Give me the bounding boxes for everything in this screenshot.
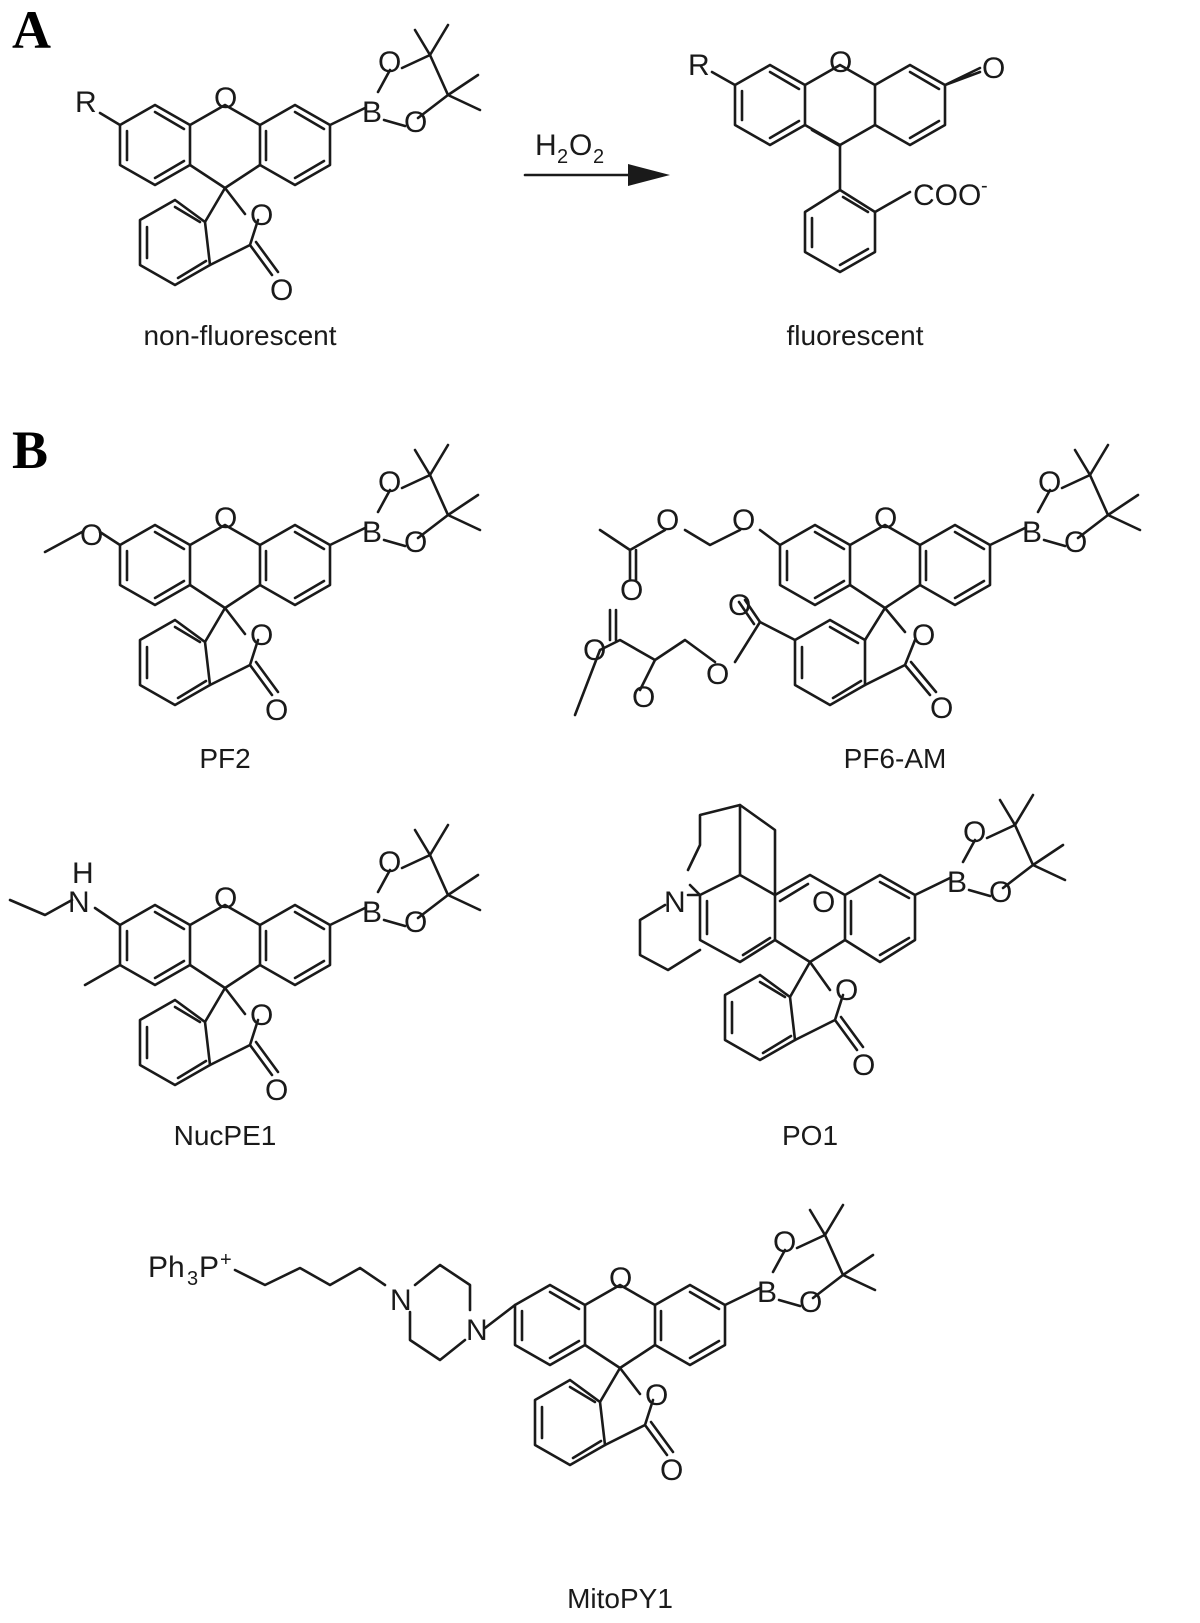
reactant-r-group: R (75, 86, 97, 119)
reactant-lactone-oxygen: O (250, 199, 273, 232)
mitopy1-ph-subscript: 3 (187, 1268, 198, 1290)
reactant-bonds (98, 23, 482, 287)
pf6am-acetoxy-oxygen: O (632, 681, 655, 714)
nucpe1-boronate-oxygen-1: O (378, 846, 401, 879)
product-bonds (710, 63, 982, 274)
panel-label-b: B (12, 420, 48, 480)
pf2-carbonyl-oxygen: O (265, 694, 288, 727)
pf2-boron: B (362, 516, 382, 549)
mitopy1-ph: Ph (148, 1251, 185, 1284)
pf2-methoxy-oxygen: O (80, 519, 103, 552)
reaction-arrow: H 2 O 2 (523, 129, 670, 186)
reagent-sub-1: 2 (557, 146, 568, 168)
pf6am-caption: PF6-AM (844, 743, 947, 774)
pf6am-acetyl-oxygen-2: O (583, 634, 606, 667)
mitopy1-phosphorus: P (199, 1251, 219, 1284)
mitopy1-boron: B (757, 1276, 777, 1309)
nucpe1-carbonyl-oxygen: O (265, 1074, 288, 1107)
reagent-o: O (569, 129, 592, 162)
product-carboxylate: COO (913, 179, 981, 212)
po1-bonds (638, 793, 1067, 1062)
pf6am-acetyl-oxygen-1: O (620, 574, 643, 607)
reactant-boronate-oxygen-2: O (404, 106, 427, 139)
nucpe1-xanthene-oxygen: O (214, 882, 237, 915)
mitopy1-xanthene-oxygen: O (609, 1262, 632, 1295)
pf2-boronate-oxygen-1: O (378, 466, 401, 499)
product-caption: fluorescent (787, 320, 924, 351)
pf6am-lactone-oxygen: O (912, 619, 935, 652)
nucpe1-bonds (8, 823, 482, 1087)
reactant-boronate-oxygen-1: O (378, 46, 401, 79)
pf2-caption: PF2 (199, 743, 250, 774)
po1-xanthene-oxygen: O (812, 886, 835, 919)
pf6am-boronate-oxygen-2: O (1064, 526, 1087, 559)
reactant-xanthene-oxygen: O (214, 82, 237, 115)
reactant-caption: non-fluorescent (143, 320, 336, 351)
nucpe1-caption: NucPE1 (174, 1120, 277, 1151)
mitopy1-boronate-oxygen-2: O (799, 1286, 822, 1319)
nucpe1-boron: B (362, 896, 382, 929)
po1-julolidine-nitrogen: N (664, 886, 686, 919)
nucpe1-lactone-oxygen: O (250, 999, 273, 1032)
mitopy1-structure: Ph 3 P + N N O B O O O O MitoPY1 (148, 1203, 877, 1614)
product-r-group: R (688, 49, 710, 82)
pf6am-ester-carbonyl-oxygen: O (728, 589, 751, 622)
nucpe1-structure: H N O B O O O O NucPE1 (8, 823, 482, 1151)
nucpe1-amine-nitrogen: N (68, 886, 90, 919)
reactant-carbonyl-oxygen: O (270, 274, 293, 307)
reactant-structure: R O B O O O O non-fluorescent (75, 23, 482, 351)
pf6am-ether-oxygen-2: O (732, 504, 755, 537)
pf6am-ether-oxygen-1: O (656, 504, 679, 537)
pf6am-boronate-oxygen-1: O (1038, 466, 1061, 499)
mitopy1-boronate-oxygen-1: O (773, 1226, 796, 1259)
pf2-boronate-oxygen-2: O (404, 526, 427, 559)
pf6am-structure: O O O O B O O O O O O O O PF6-AM (573, 443, 1142, 774)
mitopy1-charge: + (220, 1249, 232, 1271)
nucpe1-amine-hydrogen: H (72, 857, 94, 890)
po1-boronate-oxygen-2: O (989, 876, 1012, 909)
pf6am-boron: B (1022, 516, 1042, 549)
reagent-sub-2: 2 (593, 146, 604, 168)
po1-boronate-oxygen-1: O (963, 816, 986, 849)
po1-structure: N O B O O O O PO1 (638, 793, 1067, 1151)
pf6am-ester-oxygen: O (706, 658, 729, 691)
po1-caption: PO1 (782, 1120, 838, 1151)
mitopy1-piperazine-nitrogen-1: N (390, 1284, 412, 1317)
pf6am-carbonyl-oxygen: O (930, 692, 953, 725)
mitopy1-caption: MitoPY1 (567, 1583, 673, 1614)
po1-carbonyl-oxygen: O (852, 1049, 875, 1082)
product-xanthene-oxygen: O (829, 46, 852, 79)
pf2-structure: O O B O O O O PF2 (43, 443, 482, 774)
nucpe1-boronate-oxygen-2: O (404, 906, 427, 939)
reactant-boron: B (362, 96, 382, 129)
pf6am-bonds (573, 443, 1142, 717)
product-structure: R O O COO - fluorescent (688, 46, 1005, 351)
mitopy1-bonds (233, 1203, 877, 1467)
panel-label-a: A (12, 0, 51, 60)
pf2-bonds (43, 443, 482, 707)
po1-lactone-oxygen: O (835, 974, 858, 1007)
reagent-h: H (535, 129, 557, 162)
product-carbonyl-oxygen: O (982, 52, 1005, 85)
product-charge: - (981, 175, 988, 197)
mitopy1-lactone-oxygen: O (645, 1379, 668, 1412)
pf2-lactone-oxygen: O (250, 619, 273, 652)
pf2-xanthene-oxygen: O (214, 502, 237, 535)
mitopy1-carbonyl-oxygen: O (660, 1454, 683, 1487)
po1-boron: B (947, 866, 967, 899)
mitopy1-piperazine-nitrogen-2: N (466, 1314, 488, 1347)
pf6am-xanthene-oxygen: O (874, 502, 897, 535)
